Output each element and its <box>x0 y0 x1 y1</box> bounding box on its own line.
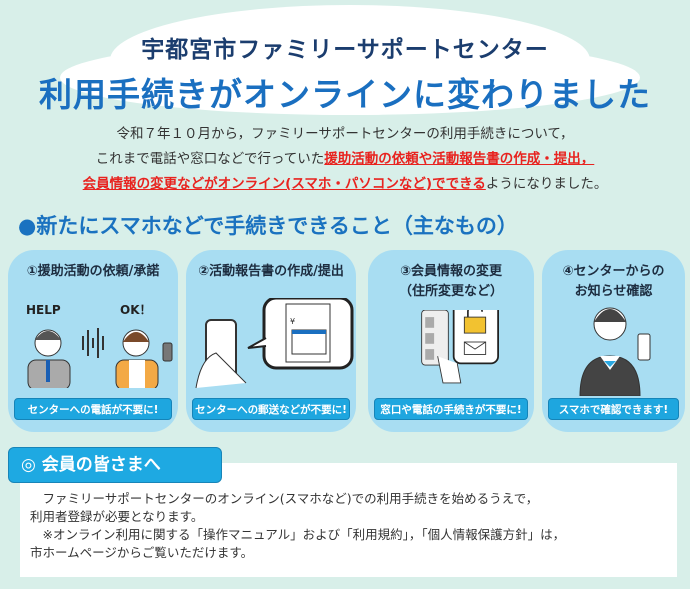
intro-line-1: 令和７年１０月から，ファミリーサポートセンターの利用手続きについて， <box>116 126 574 142</box>
card-ribbon: センターへの電話が不要に! <box>14 398 172 420</box>
intro-text: 令和７年１０月から，ファミリーサポートセンターの利用手続きについて， これまで電… <box>0 122 690 197</box>
members-tab-heading: ◎ 会員の皆さまへ <box>8 447 222 483</box>
people-phone-illustration: HELP OK！ <box>26 303 173 388</box>
feature-card-report: ②活動報告書の作成/提出 ¥ センターへの郵送などが不要に! <box>186 250 356 432</box>
intro-highlight: 援助活動の依頼や活動報告書の作成・提出， <box>324 151 595 167</box>
feature-card-request: ①援助活動の依頼/承諾 HELP OK！ センターへの電話が不要に! <box>8 250 178 432</box>
card-title: ②活動報告書の作成/提出 <box>198 264 344 279</box>
intro-plain: ようになりました。 <box>485 176 608 192</box>
phone-report-illustration: ¥ <box>195 298 354 388</box>
card-title: ③会員情報の変更 （住所変更など） <box>368 262 534 302</box>
section-heading: ●新たにスマホなどで手続きできること（主なもの） <box>18 214 518 238</box>
page-subtitle: 宇都宮市ファミリーサポートセンター <box>141 37 549 63</box>
staff-phone-illustration <box>579 307 651 396</box>
card-title-line: （住所変更など） <box>398 284 503 299</box>
notice-line: 市ホームページからご覧いただけます。 <box>30 545 254 560</box>
phone-lock-illustration <box>421 310 499 384</box>
intro-line-2: これまで電話や窓口などで行っていた援助活動の依頼や活動報告書の作成・提出， <box>0 147 690 172</box>
intro-line-3: 会員情報の変更などがオンライン(スマホ・パソコンなど)でできるようになりました。 <box>0 172 690 197</box>
intro-plain: これまで電話や窓口などで行っていた <box>95 151 325 167</box>
feature-card-member-info: ③会員情報の変更 （住所変更など） 窓口や電話の手続きが不要に! <box>368 250 534 432</box>
members-notice-text: ファミリーサポートセンターのオンライン(スマホなど)での利用手続きを始めるうえで… <box>30 490 565 562</box>
notice-line: ※オンライン利用に関する「操作マニュアル」および「利用規約」，「個人情報保護方針… <box>30 527 566 542</box>
card-ribbon: スマホで確認できます! <box>548 398 679 420</box>
notice-line: ファミリーサポートセンターのオンライン(スマホなど)での利用手続きを始めるうえで… <box>30 491 539 506</box>
help-label: HELP <box>26 303 61 317</box>
page-title: 利用手続きがオンラインに変わりました <box>39 75 651 114</box>
feature-card-notice: ④センターからのお知らせ確認 スマホで確認できます! <box>542 250 685 432</box>
card-title-line: お知らせ確認 <box>574 284 653 299</box>
card-title-line: ③会員情報の変更 <box>399 264 502 279</box>
intro-highlight: 会員情報の変更などがオンライン(スマホ・パソコンなど)でできる <box>82 176 486 192</box>
card-title-line: ④センターからの <box>562 264 665 279</box>
notice-line: 利用者登録が必要となります。 <box>30 509 204 524</box>
card-title: ④センターからのお知らせ確認 <box>542 262 685 302</box>
card-ribbon: センターへの郵送などが不要に! <box>192 398 350 420</box>
card-ribbon: 窓口や電話の手続きが不要に! <box>374 398 528 420</box>
card-title: ①援助活動の依頼/承諾 <box>26 264 160 279</box>
ok-label: OK！ <box>120 303 152 317</box>
yen-icon: ¥ <box>290 317 295 326</box>
